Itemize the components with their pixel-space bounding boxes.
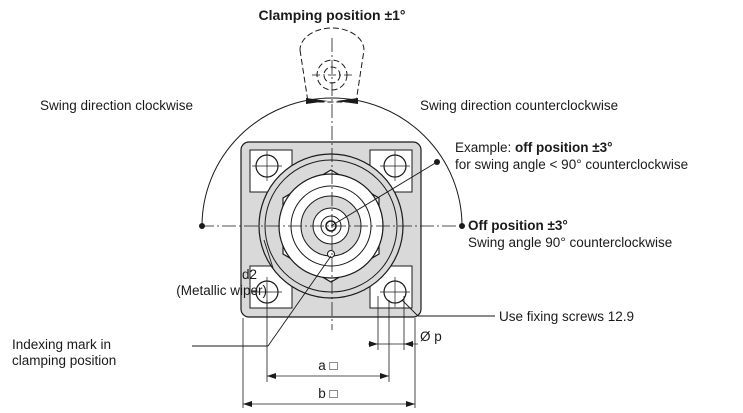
fixing-screws-label: Use fixing screws 12.9 [499,309,635,324]
example-bold: off position ±3° [515,140,613,155]
swing-direction-clockwise-label: Swing direction clockwise [40,98,194,113]
indexing-mark [327,250,335,258]
screw-hole-crosses [252,151,410,307]
dimension-b-label: b □ [318,386,338,401]
outer-ring-inner [264,159,398,293]
off-position-title: Off position ±3° [468,218,568,233]
indexing-mark-label-line2: clamping position [12,353,117,368]
dimension-arrows [243,341,415,407]
clamping-arrow-right-icon [336,98,358,104]
swing-arc [201,97,463,227]
example-prefix: Example: [455,140,516,155]
dimension-a-label: a □ [318,358,338,373]
metallic-wiper-label: (Metallic wiper) [176,283,267,298]
arc-end-right [459,223,465,229]
d2-label: d2 [241,267,257,282]
clamping-position-title: Clamping position ±1° [258,7,406,23]
leader-lines [192,161,495,347]
dimension-p-label: Ø p [420,329,442,344]
clamping-arrow-left-icon [306,98,328,104]
off-position-line2: Swing angle 90° counterclockwise [468,235,673,250]
indexing-mark-label: Indexing mark in [12,337,112,352]
swing-direction-counterclockwise-label: Swing direction counterclockwise [420,98,619,113]
example-label: Example: off position ±3° [455,140,613,156]
example-line2: for swing angle < 90° counterclockwise [455,157,689,172]
center-lines [200,38,464,330]
